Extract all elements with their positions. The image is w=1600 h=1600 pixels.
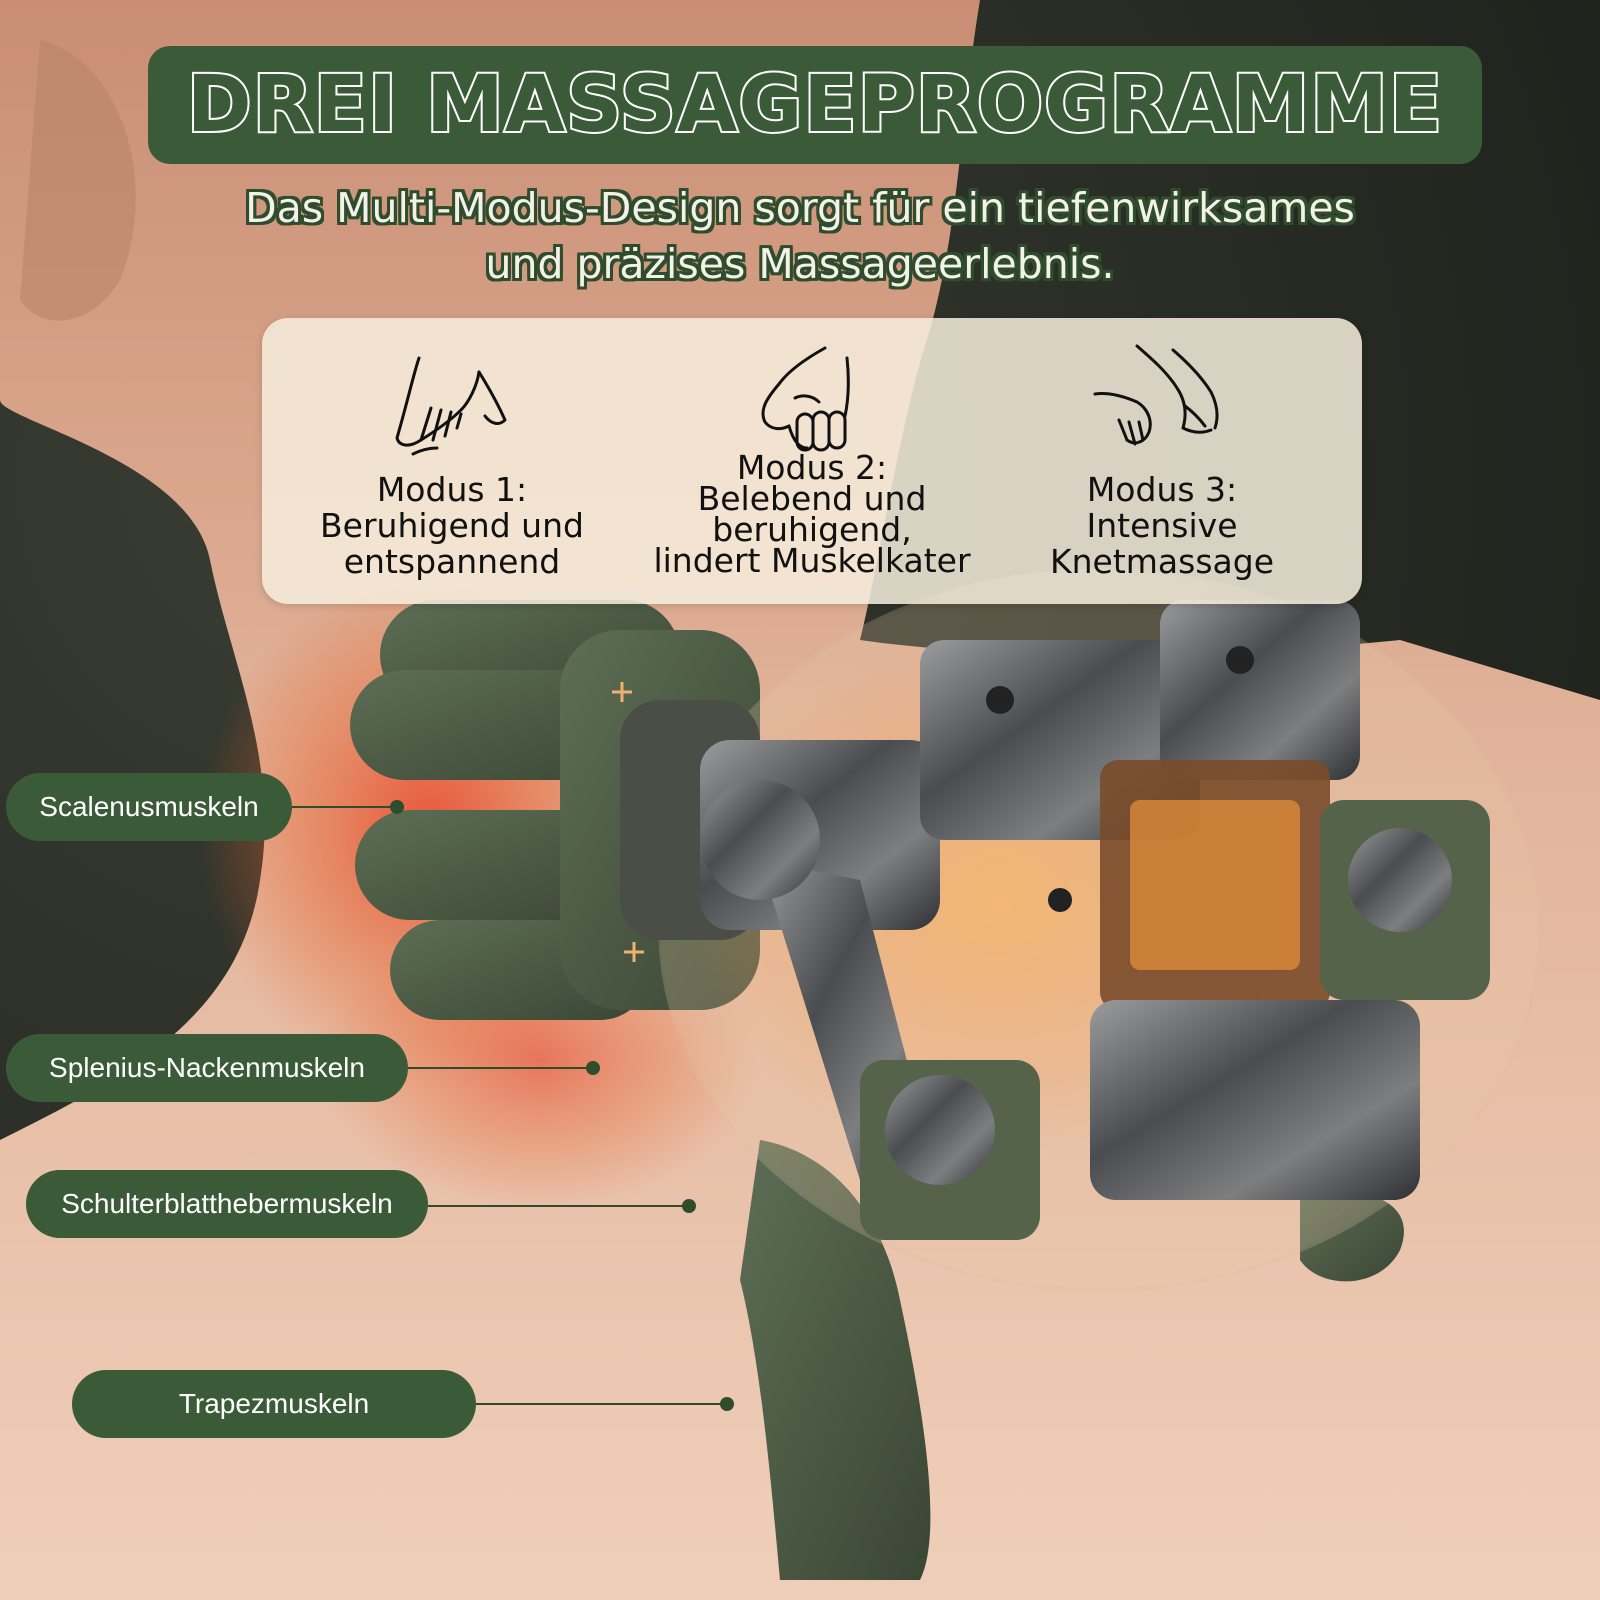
marker-dot: [586, 1061, 600, 1075]
callout-label: Trapezmuskeln: [178, 1388, 370, 1419]
mode-1-title: Modus 1:: [376, 470, 528, 509]
leader-line: [476, 1403, 728, 1405]
mode-2-line-1: Belebend und: [697, 479, 927, 518]
callout-splenius-nackenmuskeln: Splenius-Nackenmuskeln: [6, 1034, 408, 1102]
callout-label: Splenius-Nackenmuskeln: [49, 1052, 365, 1083]
mode-1-text: Modus 1: Beruhigend und entspannend: [320, 472, 584, 580]
marker-dot: [720, 1397, 734, 1411]
mode-3-title: Modus 3:: [1086, 470, 1238, 509]
callout-schulterblatthebermuskeln: Schulterblatthebermuskeln: [26, 1170, 428, 1238]
marker-dot: [682, 1199, 696, 1213]
open-hand-icon: [395, 356, 507, 456]
subtitle: Das Multi-Modus-Design sorgt für ein tie…: [100, 180, 1500, 292]
callout-trapezmuskeln: Trapezmuskeln: [72, 1370, 476, 1438]
marker-dot: [390, 800, 404, 814]
mode-2-line-2: beruhigend,: [712, 510, 912, 549]
title-banner: DREI MASSAGEPROGRAMME: [148, 46, 1482, 164]
mode-2-line-3: lindert Muskelkater: [653, 541, 971, 580]
subtitle-line-1: Das Multi-Modus-Design sorgt für ein tie…: [245, 184, 1355, 232]
mode-3-text: Modus 3: Intensive Knetmassage: [1050, 472, 1274, 580]
mode-3: Modus 3: Intensive Knetmassage: [992, 318, 1332, 604]
page-title: DREI MASSAGEPROGRAMME: [185, 58, 1444, 152]
mode-3-line-2: Knetmassage: [1049, 542, 1275, 581]
subtitle-line-2: und präzises Massageerlebnis.: [485, 240, 1115, 288]
callout-scalenusmuskeln: Scalenusmuskeln: [6, 773, 292, 841]
callout-label: Schulterblatthebermuskeln: [61, 1188, 393, 1219]
two-hands-icon: [1093, 344, 1219, 446]
kneading-fist-icon: [761, 346, 850, 452]
mode-1-line-1: Beruhigend und: [320, 506, 584, 545]
leader-line: [292, 806, 396, 808]
mode-1: Modus 1: Beruhigend und entspannend: [282, 318, 622, 604]
mode-panel: Modus 1: Beruhigend und entspannend Modu…: [262, 318, 1362, 604]
mode-2-text: Modus 2: Belebend und beruhigend, linder…: [653, 448, 971, 580]
mode-2: Modus 2: Belebend und beruhigend, linder…: [627, 318, 997, 604]
mode-3-line-1: Intensive: [1086, 506, 1238, 545]
leader-line: [408, 1067, 592, 1069]
leader-line: [428, 1205, 690, 1207]
mode-1-line-2: entspannend: [343, 542, 561, 581]
mode-2-title: Modus 2:: [736, 448, 888, 487]
callout-label: Scalenusmuskeln: [39, 791, 259, 822]
